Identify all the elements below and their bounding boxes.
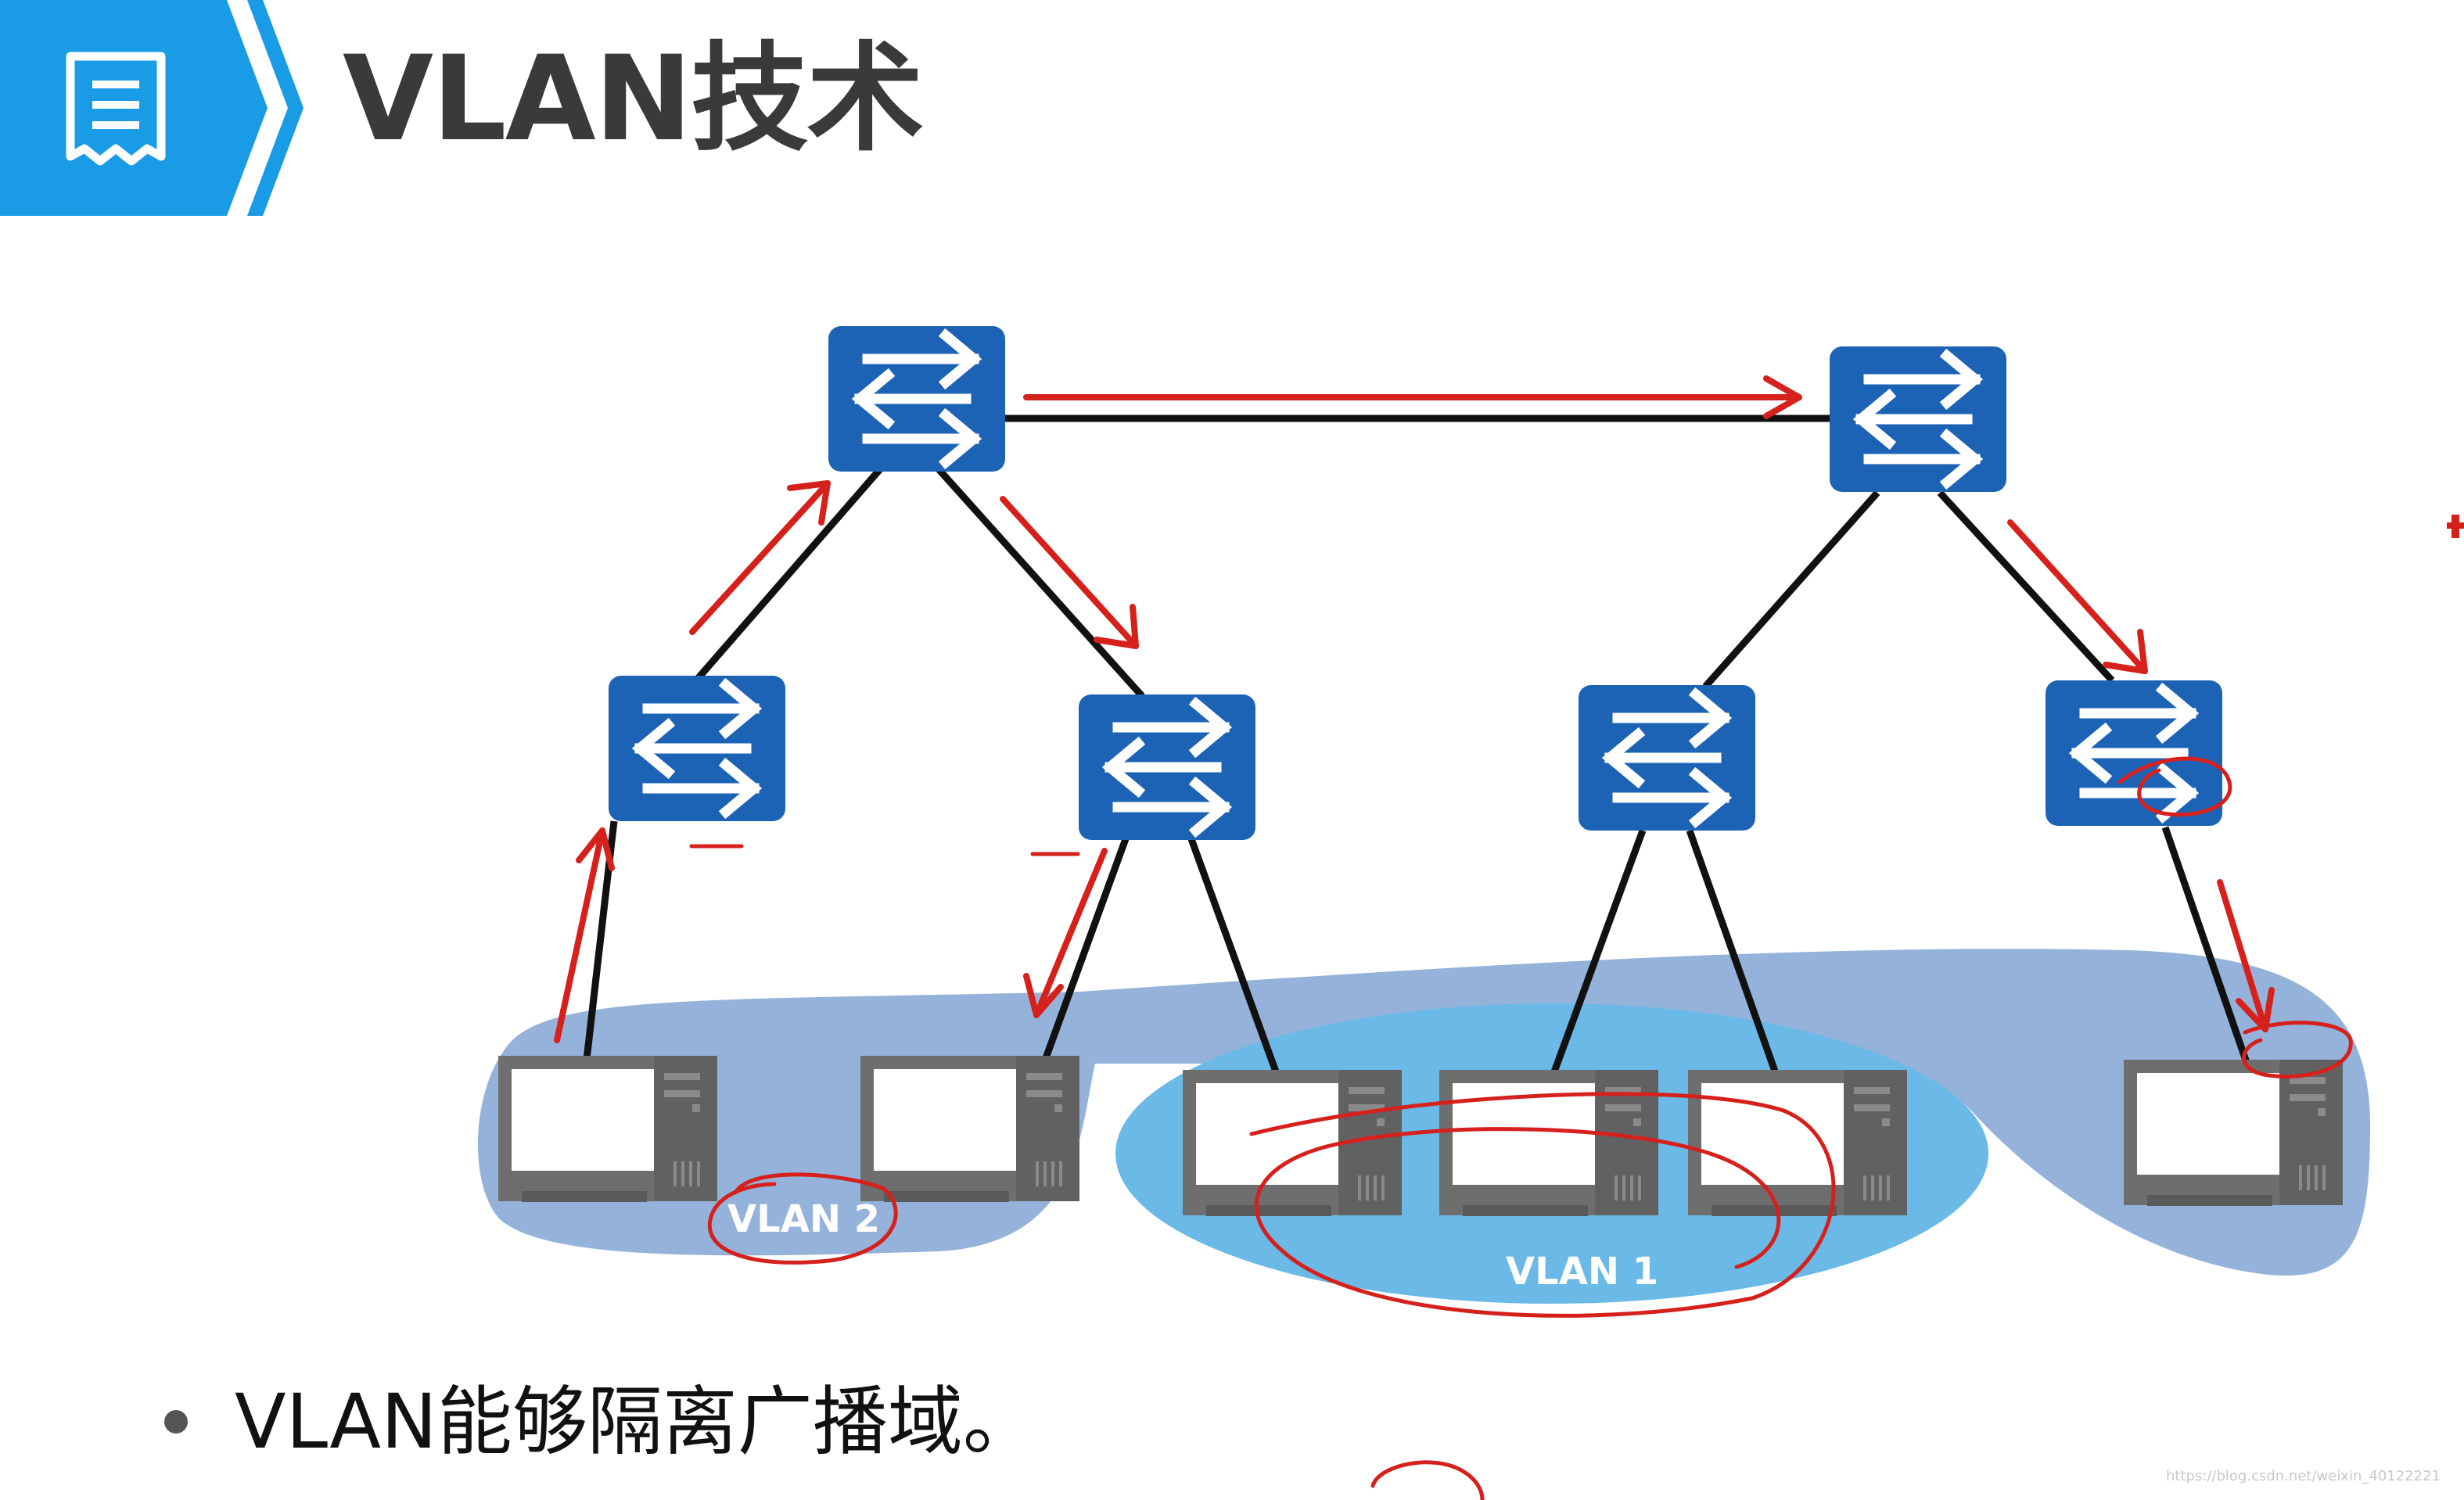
arrow-pc1-to-sw1 [554,827,605,1043]
port-circle-mark [2117,756,2232,817]
bullet-icon [164,1410,188,1434]
pc-4 [1439,1070,1658,1216]
header-banner [0,0,304,216]
arrow-core-left-to-sw2 [1000,496,1139,649]
pc-2 [860,1056,1079,1202]
pc-6 [2124,1060,2343,1206]
page-title: VLAN技术 [343,31,924,167]
arrow-sw2-to-pc2 [1033,848,1108,1018]
network-links [581,414,2254,1093]
edge-plus-mark [2447,515,2464,538]
document-icon [66,52,166,166]
source-watermark: https://blog.csdn.net/weixin_40122221 [2165,1468,2441,1484]
access-switch-1 [609,676,785,821]
access-switch-3 [1579,685,1755,831]
bullet-list-item: VLAN能够隔离广播域。 [164,1384,1038,1459]
arrow-sw4-to-pc6 [2217,879,2268,1032]
access-switch-2 [1079,694,1255,840]
broadcast-path-arrows [554,375,2275,1043]
arrow-sw1-to-core-left [689,480,831,635]
bottom-circle-mark [1370,1460,1485,1500]
hand-annotations [689,756,2353,1500]
access-switch-4 [2046,680,2222,826]
pc6-circle-mark [2242,1021,2353,1079]
pc-5 [1688,1070,1907,1216]
pc-1 [498,1056,717,1202]
vlan1-circle-mark [1249,1092,1836,1318]
vlan1-label: VLAN 1 [1506,1250,1658,1294]
vlan2-circle-mark [707,1172,898,1265]
bullet-text: VLAN能够隔离广播域。 [235,1378,1038,1466]
core-switch-right [1830,346,2006,492]
arrow-core-right-to-sw4 [2007,519,2148,674]
core-switch-left [828,326,1005,472]
pc-3 [1183,1070,1402,1216]
vlan2-label: VLAN 2 [727,1197,880,1241]
